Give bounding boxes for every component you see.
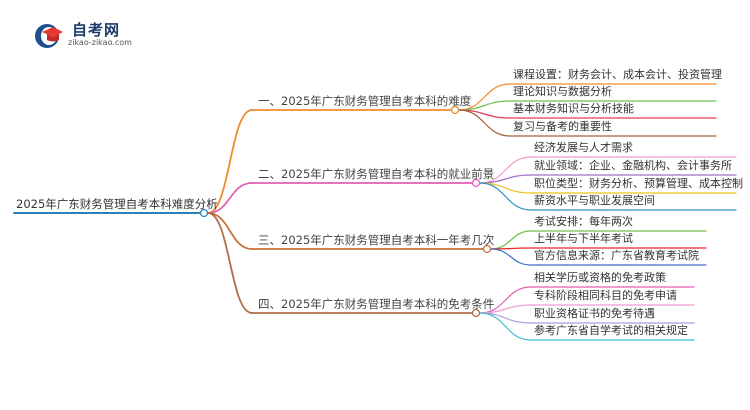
logo-url: zikao-zikao.com: [68, 38, 132, 47]
branch-2-leaf-2-label[interactable]: 就业领域：企业、金融机构、会计事务所: [534, 159, 732, 172]
branch-2-leaf-1-label[interactable]: 经济发展与人才需求: [534, 141, 633, 154]
branch-4-node-dot[interactable]: [471, 308, 481, 318]
branch-1-leaf-4-label[interactable]: 复习与备考的重要性: [513, 120, 612, 133]
branch-1-node-dot[interactable]: [450, 105, 460, 115]
branch-4-label[interactable]: 四、2025年广东财务管理自考本科的免考条件: [258, 297, 495, 311]
branch-2-leaf-4-connector: [479, 182, 532, 211]
branch-2-label[interactable]: 二、2025年广东财务管理自考本科的就业前景: [258, 167, 495, 181]
branch-1-label[interactable]: 一、2025年广东财务管理自考本科的难度: [258, 94, 472, 108]
branch-1-connector: [207, 109, 253, 214]
branch-3-node-dot[interactable]: [482, 244, 492, 254]
graduation-cap-icon: [35, 24, 63, 48]
site-logo[interactable]: 自考网 zikao-zikao.com: [34, 18, 154, 52]
logo-title: 自考网: [72, 21, 121, 39]
branch-4-connector: [207, 212, 253, 314]
branch-2-leaf-3-label[interactable]: 职位类型：财务分析、预算管理、成本控制: [534, 177, 743, 190]
branch-4-leaf-4-connector: [479, 312, 532, 341]
branch-3-leaf-1-label[interactable]: 考试安排：每年两次: [534, 215, 633, 228]
branch-4-leaf-2-label[interactable]: 专科阶段相同科目的免考申请: [534, 289, 677, 302]
branch-4-leaf-1-label[interactable]: 相关学历或资格的免考政策: [534, 271, 666, 284]
branch-1-leaf-4-connector: [458, 109, 511, 137]
branch-1-leaf-2-label[interactable]: 理论知识与数据分析: [513, 85, 612, 98]
branch-4-leaf-4-label[interactable]: 参考广东省自学考试的相关规定: [534, 324, 688, 337]
branch-1-leaf-3-label[interactable]: 基本财务知识与分析技能: [513, 102, 634, 115]
branch-3-connector: [207, 212, 253, 250]
branch-2-connector: [207, 182, 253, 214]
branch-3-leaf-3-connector: [490, 248, 532, 266]
branch-4-leaf-3-label[interactable]: 职业资格证书的免考待遇: [534, 307, 655, 320]
branch-3-leaf-3-label[interactable]: 官方信息来源：广东省教育考试院: [534, 249, 699, 262]
branch-2-leaf-4-label[interactable]: 薪资水平与职业发展空间: [534, 194, 655, 207]
branch-3-leaf-1-connector: [490, 230, 532, 250]
root-node-dot[interactable]: [199, 208, 209, 218]
branch-3-leaf-2-label[interactable]: 上半年与下半年考试: [534, 232, 633, 245]
root-node-label[interactable]: 2025年广东财务管理自考本科难度分析: [16, 197, 218, 211]
branch-3-label[interactable]: 三、2025年广东财务管理自考本科一年考几次: [258, 233, 495, 247]
branch-1-leaf-1-label[interactable]: 课程设置：财务会计、成本会计、投资管理: [513, 68, 722, 81]
branch-2-node-dot[interactable]: [471, 178, 481, 188]
